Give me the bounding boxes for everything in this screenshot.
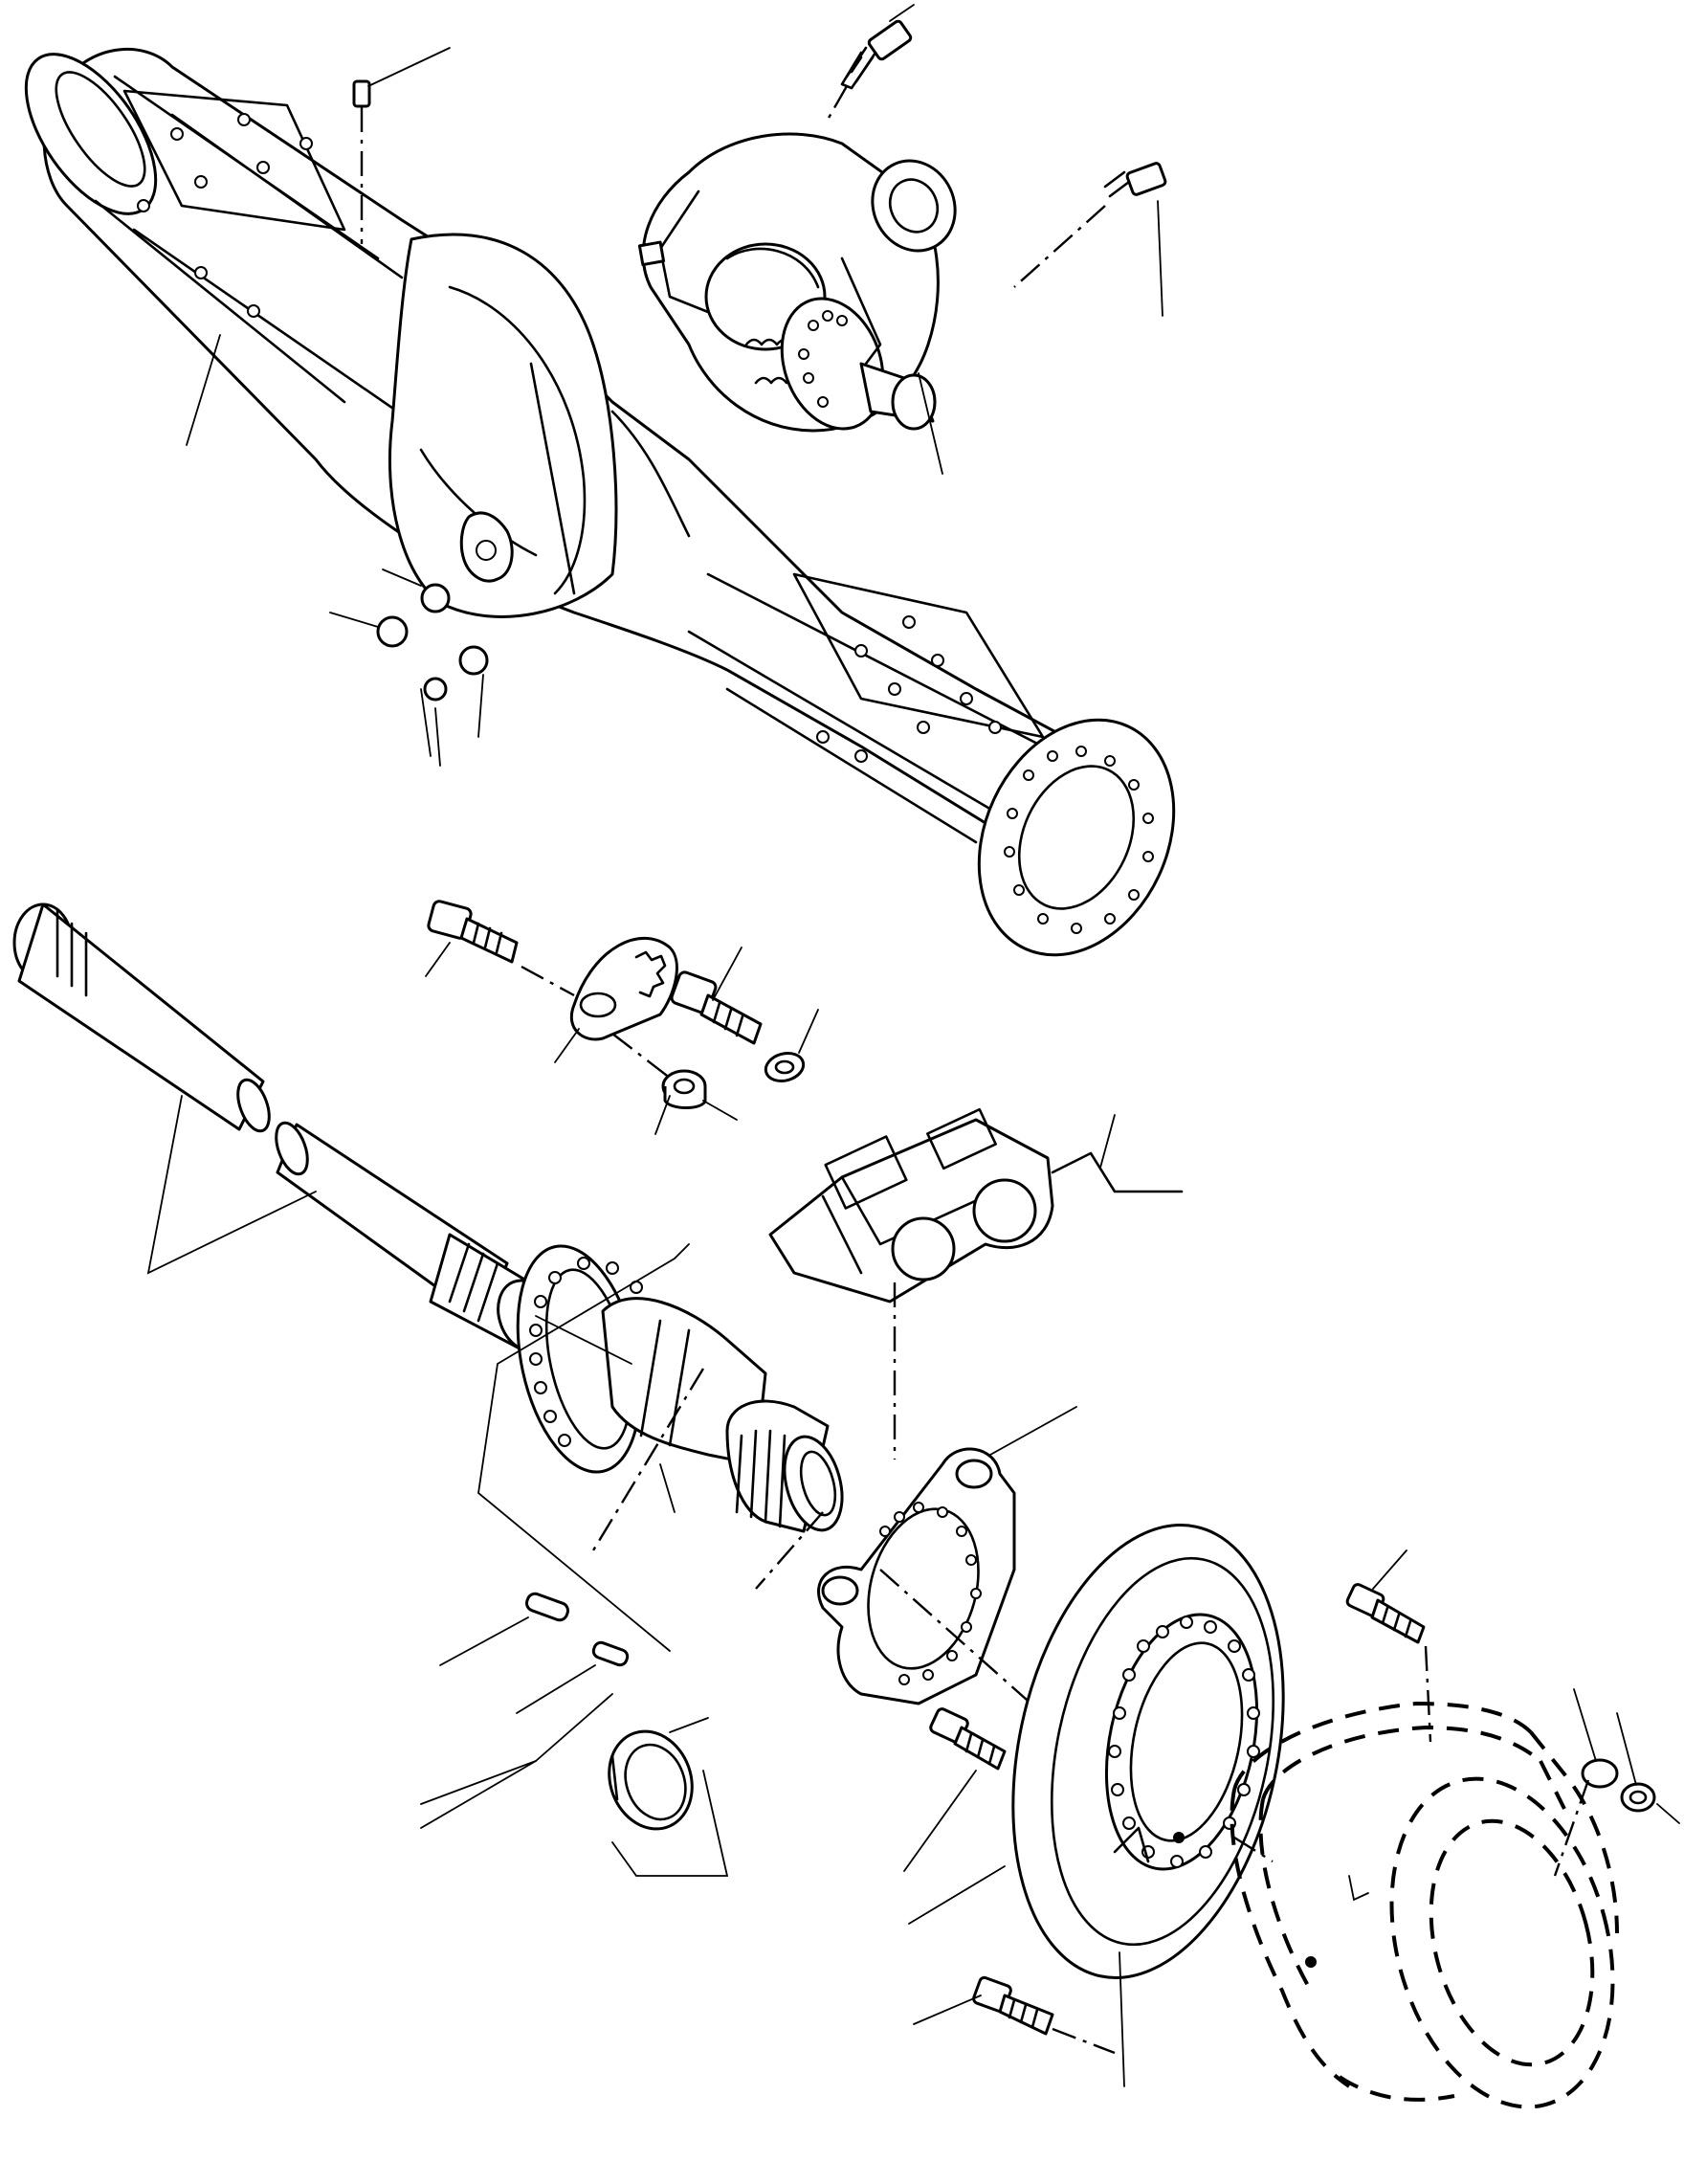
bolt-right-top	[1013, 162, 1167, 317]
dowel-pin-1	[439, 1592, 569, 1666]
caliper-block	[768, 1107, 1184, 1304]
bolt-disc-bottom	[913, 1975, 1116, 2055]
seal-ring	[420, 1693, 729, 1877]
wheel-hub	[477, 1243, 844, 1652]
leader-line	[186, 334, 221, 446]
leader-line	[918, 372, 943, 475]
wheel-nut	[1553, 1688, 1680, 1877]
spacer-mid	[654, 1069, 738, 1135]
axle-housing	[24, 47, 1176, 957]
bolt-mid-center	[670, 947, 763, 1045]
bolt-disc-left	[903, 1707, 1007, 1872]
drain-plug-fittings	[329, 568, 489, 767]
washer-mid	[764, 1009, 819, 1082]
bolt-mid-left	[425, 900, 575, 997]
brake-bracket	[817, 1406, 1077, 1724]
differential-carrier	[637, 132, 957, 433]
dowel-pin-2	[516, 1640, 630, 1714]
wheel-drum-hidden	[1230, 1701, 1619, 2109]
lock-plate	[554, 936, 678, 1082]
bolt-top	[826, 4, 915, 121]
axle-shaft	[12, 903, 556, 1353]
bolt-right-disc	[1345, 1549, 1432, 1743]
brake-disc	[908, 1524, 1285, 2087]
screw-top-left	[352, 47, 451, 244]
